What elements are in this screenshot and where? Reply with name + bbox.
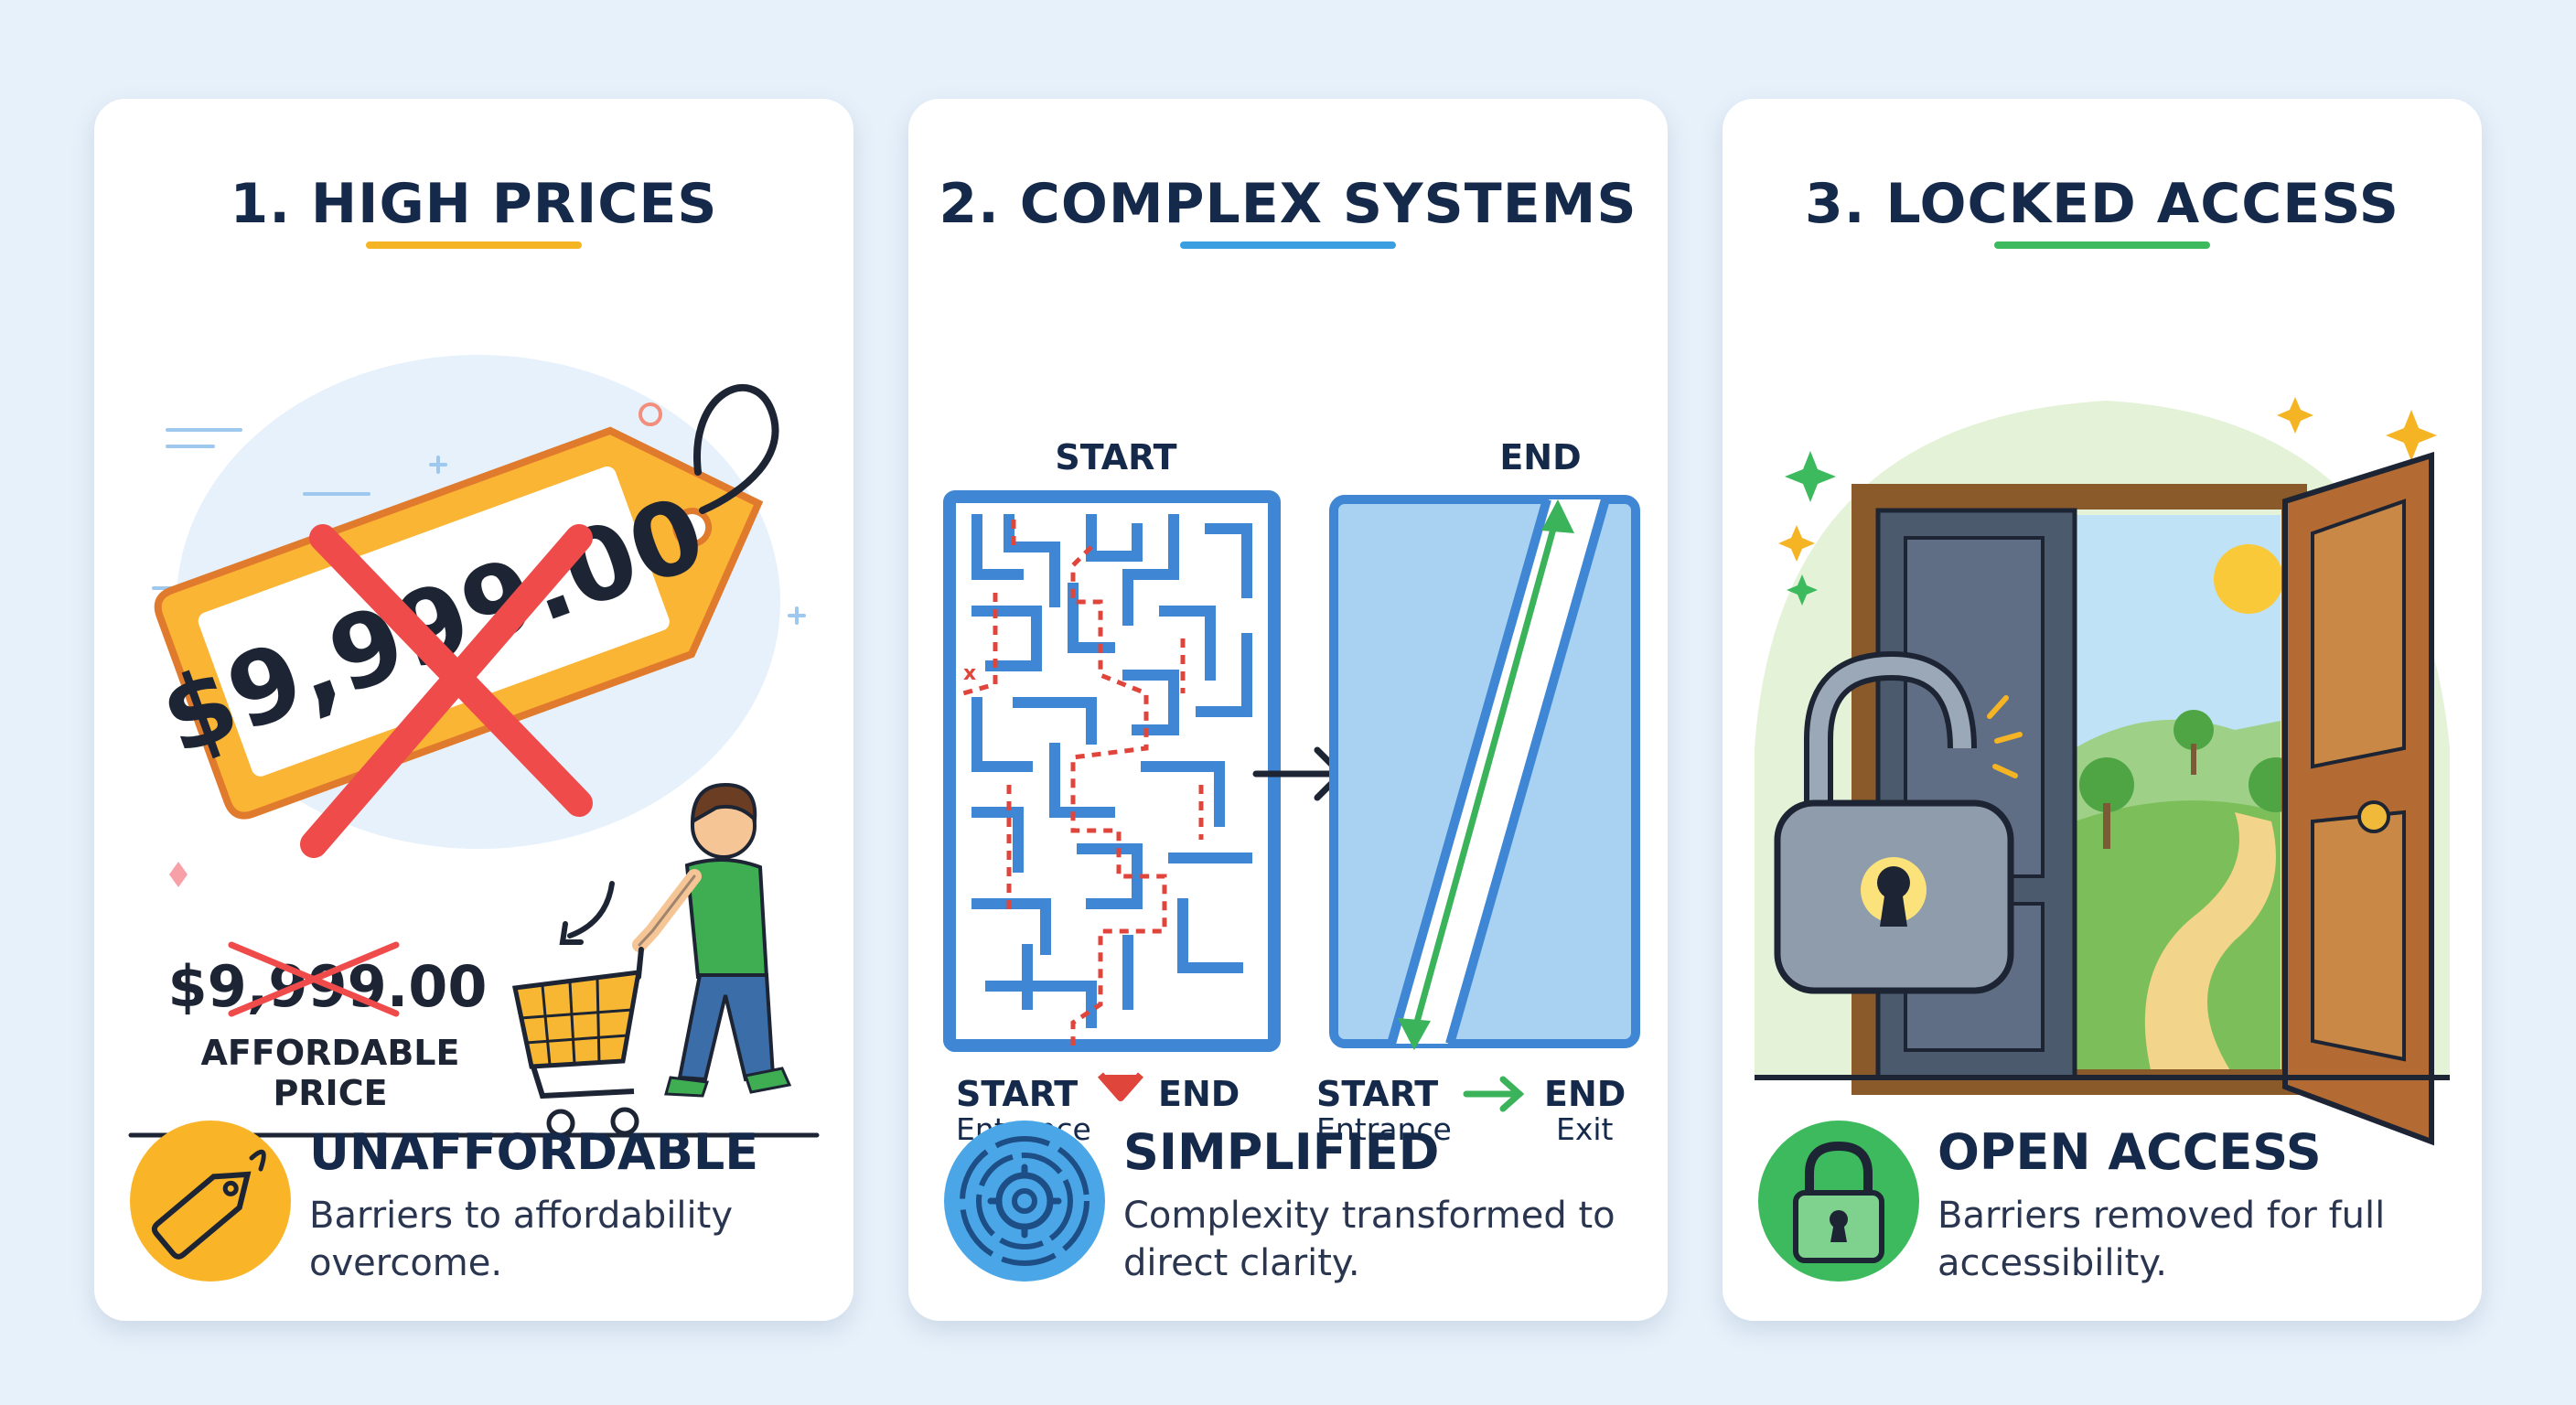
- path-entrance-label: Entrance: [1316, 1111, 1452, 1147]
- sparkles: [1785, 397, 2437, 606]
- title-underline: [366, 241, 582, 249]
- summary-description: Complexity transformed to direct clarity…: [1123, 1195, 1615, 1284]
- plus-sparkles: [429, 456, 806, 625]
- padlock-icon: [1774, 650, 2014, 994]
- maze-start-label: START: [956, 1074, 1078, 1114]
- strike-cross: [228, 941, 400, 1017]
- summary-heading: SIMPLIFIED: [1123, 1123, 1440, 1181]
- glow-lines: [1987, 695, 2023, 778]
- price-tag-icon: [130, 1121, 291, 1282]
- maze-end-label: END: [1158, 1074, 1240, 1114]
- sparkle-diamond: [169, 862, 188, 887]
- maze-gear-icon: [944, 1121, 1105, 1282]
- sparkle-circle: [639, 402, 662, 426]
- maze-start-top-label: START: [1055, 437, 1176, 477]
- title-underline: [1994, 241, 2210, 249]
- straight-path-panel: [1329, 495, 1640, 1050]
- tag-string: [693, 383, 779, 514]
- red-cross-icon: [300, 524, 593, 858]
- card-title: 2. COMPLEX SYSTEMS: [939, 172, 1637, 236]
- card-title: 1. HIGH PRICES: [230, 172, 718, 236]
- card-title: 3. LOCKED ACCESS: [1805, 172, 2399, 236]
- svg-text:x: x: [963, 662, 976, 685]
- down-arrow-icon: [1097, 1072, 1144, 1101]
- complex-systems-illustration: START END: [943, 437, 1640, 1147]
- summary-heading: OPEN ACCESS: [1937, 1123, 2322, 1181]
- summary-description: Barriers to affordability overcome.: [309, 1195, 734, 1284]
- sparkle-yellow: [1778, 525, 1815, 562]
- high-prices-illustration: $9,999.00 $9,999.00 AFFORDABLE PRICE: [128, 355, 820, 1138]
- curved-arrow: [567, 881, 615, 938]
- padlock-icon: [1758, 1121, 1919, 1282]
- locked-access-illustration: [1755, 397, 2450, 1146]
- card-high-prices: 1. HIGH PRICES $9,999.00: [94, 99, 853, 1321]
- outdoor-scene: [2075, 515, 2303, 1078]
- card-complex-systems: 2. COMPLEX SYSTEMS START END: [908, 99, 1668, 1321]
- path-exit-label: Exit: [1556, 1111, 1614, 1147]
- open-wooden-door: [2282, 451, 2434, 1146]
- affordable-label: AFFORDABLE: [201, 1033, 460, 1073]
- maze-icon: x: [943, 490, 1281, 1052]
- summary-description: Barriers removed for full accessibility.: [1937, 1195, 2386, 1284]
- path-start-label: START: [1316, 1074, 1438, 1114]
- green-arrow-icon: [1463, 1076, 1525, 1112]
- arrow-head: [559, 921, 584, 945]
- path-end-top-label: END: [1499, 437, 1581, 477]
- title-underline: [1180, 241, 1396, 249]
- path-end-label: END: [1544, 1074, 1626, 1114]
- card-locked-access: 3. LOCKED ACCESS: [1723, 99, 2482, 1321]
- summary-heading: UNAFFORDABLE: [309, 1123, 759, 1181]
- price-label: PRICE: [273, 1073, 387, 1113]
